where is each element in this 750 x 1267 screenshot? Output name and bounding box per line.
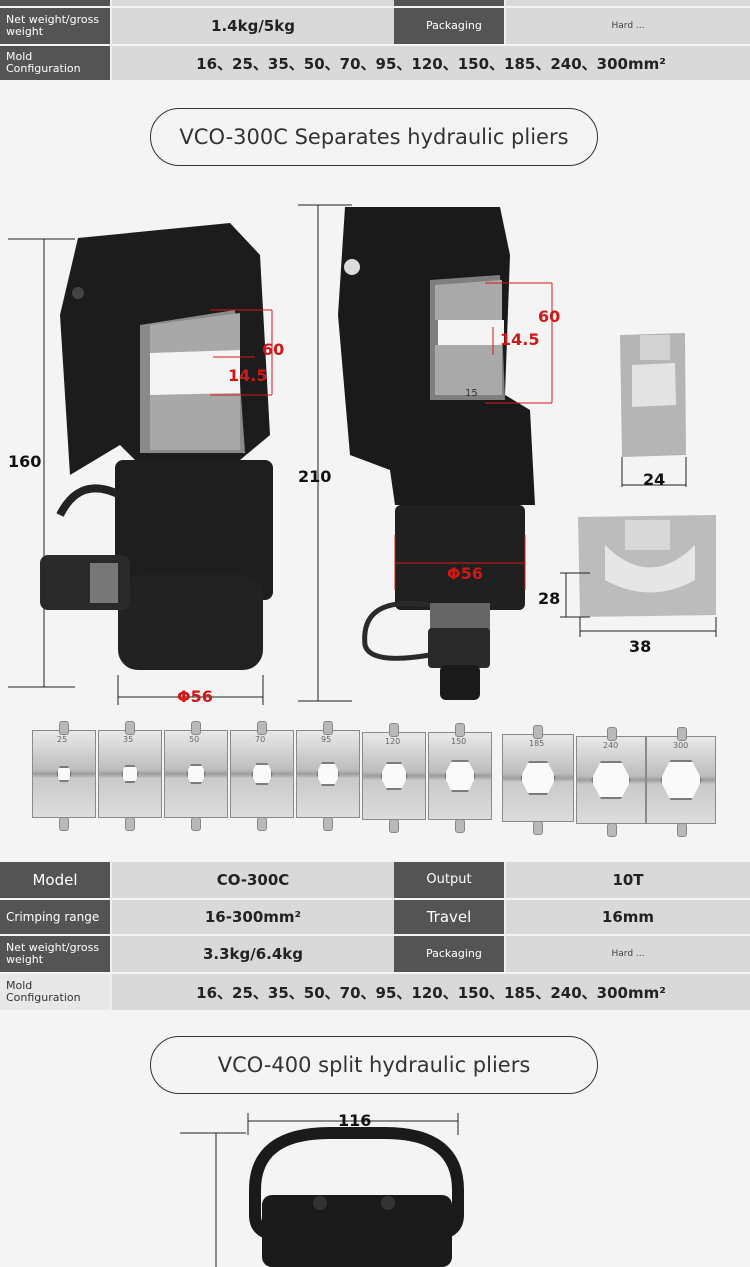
die-50: 50: [164, 721, 228, 831]
die-300: 300: [646, 727, 716, 837]
die-size-label: 35: [123, 735, 134, 744]
die-size-label: 70: [255, 735, 266, 744]
spec-table-co300c: Model CO-300C Output 10T Crimping range …: [0, 862, 750, 1010]
mold-value: 16、25、35、50、70、95、120、150、185、240、300mm²: [112, 974, 750, 1010]
die-size-label: 25: [57, 735, 68, 744]
model-label: Model: [0, 862, 112, 898]
die-35: 35: [98, 721, 162, 831]
die-size-label: 300: [673, 741, 689, 750]
packaging-value: Hard ...: [506, 936, 750, 972]
die-185: 185: [502, 725, 574, 835]
mold-value: 16、25、35、50、70、95、120、150、185、240、300mm²: [112, 46, 750, 80]
die-240: 240: [576, 727, 646, 837]
small-die-graphic: [620, 333, 686, 457]
right-diameter-dim: Φ56: [447, 564, 483, 583]
top-row-edge: [394, 0, 506, 6]
die-25: 25: [32, 721, 96, 831]
top-row-edge: [0, 0, 112, 6]
die-stamp-number: 15: [465, 388, 478, 399]
left-jaw-gap-dim: 14.5: [228, 366, 268, 385]
section-heading-vco300c: VCO-300C Separates hydraulic pliers: [150, 108, 598, 166]
die-size-label: 120: [385, 737, 401, 746]
left-height-dim: 160: [8, 452, 42, 471]
right-height-dim: 210: [298, 467, 332, 486]
die-size-label: 185: [529, 739, 545, 748]
die-size-label: 240: [603, 741, 619, 750]
mold-label: Mold Configuration: [0, 974, 112, 1010]
left-jaw-height-dim: 60: [262, 340, 285, 359]
top-row-edge: [506, 0, 750, 6]
crimping-range-label: Crimping range: [0, 900, 112, 934]
right-tool-graphic: [338, 207, 535, 700]
die-strip: 25 35 50 70 95 120 150 185 240 300: [20, 720, 720, 840]
output-value: 10T: [506, 862, 750, 898]
tool-illustration: [8, 204, 717, 705]
vco400-illustration: [180, 1113, 464, 1267]
right-jaw-height-dim: 60: [538, 307, 561, 326]
model-value: CO-300C: [112, 862, 394, 898]
large-die-width-dim: 38: [629, 637, 652, 656]
top-row-edge: [112, 0, 394, 6]
packaging-label: Packaging: [394, 936, 506, 972]
net-weight-label: Net weight/gross weight: [0, 936, 112, 972]
die-95: 95: [296, 721, 360, 831]
net-weight-value: 3.3kg/6.4kg: [112, 936, 394, 972]
travel-value: 16mm: [506, 900, 750, 934]
large-die-graphic: [578, 515, 716, 617]
die-size-label: 95: [321, 735, 332, 744]
crimping-range-value: 16-300mm²: [112, 900, 394, 934]
die-120: 120: [362, 723, 426, 833]
left-diameter-dim: Φ56: [177, 687, 213, 706]
die-size-label: 150: [451, 737, 467, 746]
left-tool-graphic: [40, 223, 273, 670]
output-label: Output: [394, 862, 506, 898]
net-weight-value: 1.4kg/5kg: [112, 8, 394, 44]
right-jaw-gap-dim: 14.5: [500, 330, 540, 349]
large-die-height-dim: 28: [538, 589, 561, 608]
section-heading-vco400: VCO-400 split hydraulic pliers: [150, 1036, 598, 1094]
die-size-label: 50: [189, 735, 200, 744]
packaging-value: Hard ...: [506, 8, 750, 44]
packaging-label: Packaging: [394, 8, 506, 44]
small-die-width-dim: 24: [643, 470, 666, 489]
travel-label: Travel: [394, 900, 506, 934]
die-70: 70: [230, 721, 294, 831]
mold-label: Mold Configuration: [0, 46, 112, 80]
die-150: 150: [428, 723, 492, 833]
net-weight-label: Net weight/gross weight: [0, 8, 112, 44]
vco400-width-dim: 116: [338, 1111, 372, 1130]
